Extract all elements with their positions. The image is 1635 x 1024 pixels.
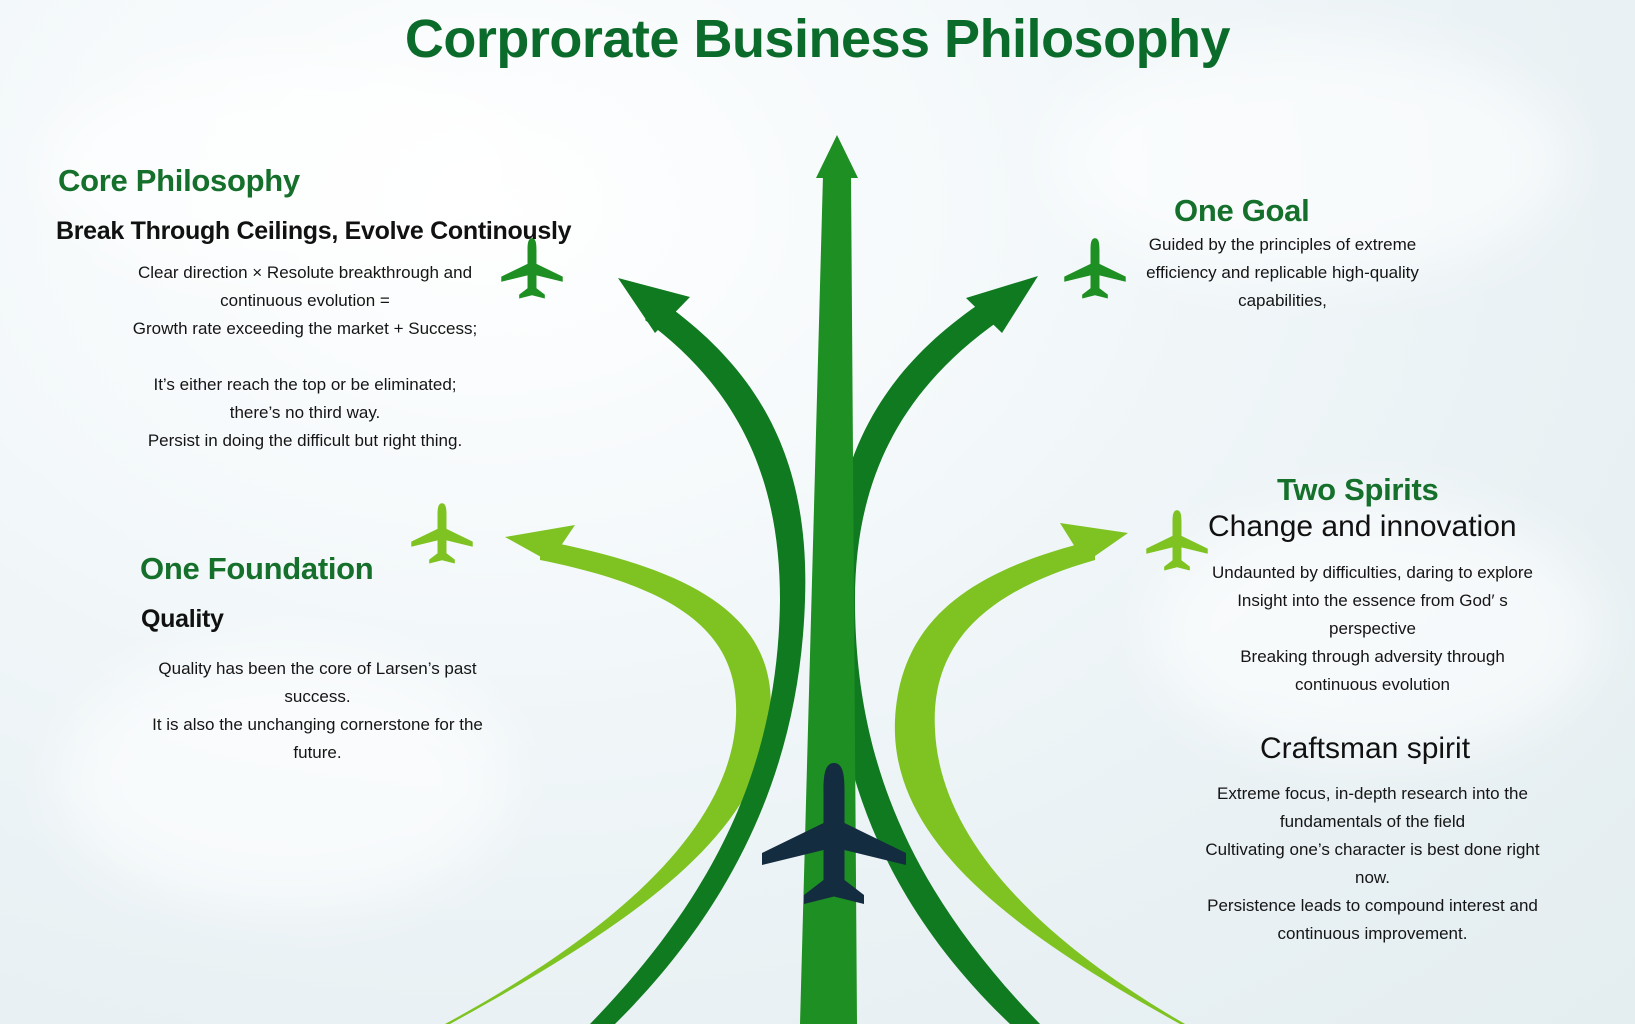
text-line: now. <box>1355 868 1390 887</box>
text-line: Extreme focus, in-depth research into th… <box>1217 784 1528 803</box>
cloud-shape <box>60 650 510 910</box>
core-philosophy-text: Clear direction × Resolute breakthrough … <box>100 259 510 455</box>
text-line: Undaunted by difficulties, daring to exp… <box>1212 563 1533 582</box>
spirit-craftsman-heading: Craftsman spirit <box>1260 732 1471 765</box>
dark-arrow-left <box>590 278 806 1024</box>
text-line: Persist in doing the difficult but right… <box>147 431 463 450</box>
one-goal-text: Guided by the principles of extreme effi… <box>1120 231 1445 315</box>
airplane-icon <box>501 238 563 299</box>
light-arrow-right <box>894 523 1185 1024</box>
arrow-icon <box>618 278 690 333</box>
text-line: Growth rate exceeding the market + Succe… <box>132 319 478 338</box>
spirit-craftsman-text: Extreme focus, in-depth research into th… <box>1180 780 1565 948</box>
one-goal-heading: One Goal <box>1174 193 1310 228</box>
spirit-change-text: Undaunted by difficulties, daring to exp… <box>1185 559 1560 699</box>
text-line: capabilities, <box>1238 291 1327 310</box>
text-line: Insight into the essence from God′ s <box>1237 591 1508 610</box>
text-line: It is also the unchanging cornerstone fo… <box>152 715 483 734</box>
text-line: there’s no third way. <box>229 403 381 422</box>
arrow-icon <box>816 135 858 178</box>
text-line: continuous improvement. <box>1277 924 1468 943</box>
two-spirits-heading: Two Spirits <box>1277 472 1439 507</box>
spirit-change-heading: Change and innovation <box>1208 510 1517 543</box>
one-foundation-heading: One Foundation <box>140 551 374 586</box>
text-line: perspective <box>1329 619 1416 638</box>
arrow-icon <box>505 525 575 562</box>
text-line: Persistence leads to compound interest a… <box>1207 896 1538 915</box>
text-line: Cultivating one’s character is best done… <box>1205 840 1540 859</box>
text-line: future. <box>293 743 342 762</box>
text-line: It’s either reach the top or be eliminat… <box>153 375 457 394</box>
one-foundation-text: Quality has been the core of Larsen’s pa… <box>130 655 505 767</box>
core-philosophy-heading: Core Philosophy <box>58 163 300 198</box>
airplane-icon <box>411 503 473 564</box>
text-line: Breaking through adversity through <box>1240 647 1505 666</box>
text-line: success. <box>284 687 351 706</box>
cloud-shape <box>1050 40 1570 280</box>
text-line: efficiency and replicable high-quality <box>1146 263 1419 282</box>
airplane-icon <box>1064 238 1126 299</box>
text-line: Clear direction × Resolute breakthrough … <box>137 263 473 282</box>
text-line: Guided by the principles of extreme <box>1148 235 1417 254</box>
text-line: Quality has been the core of Larsen’s pa… <box>158 659 477 678</box>
light-arrow-left <box>445 525 771 1024</box>
text-line <box>100 343 510 371</box>
one-foundation-subheading: Quality <box>141 605 224 633</box>
cloud-shape <box>1150 500 1600 760</box>
cloud-shape <box>40 60 540 280</box>
text-line: continuous evolution <box>1294 675 1450 694</box>
arrow-icon <box>966 276 1038 333</box>
core-philosophy-subheading: Break Through Ceilings, Evolve Continous… <box>56 217 572 245</box>
text-line: fundamentals of the field <box>1279 812 1466 831</box>
text-line: continuous evolution = <box>220 291 390 310</box>
page-title: Corprorate Business Philosophy <box>404 9 1231 69</box>
arrow-icon <box>1060 523 1128 563</box>
